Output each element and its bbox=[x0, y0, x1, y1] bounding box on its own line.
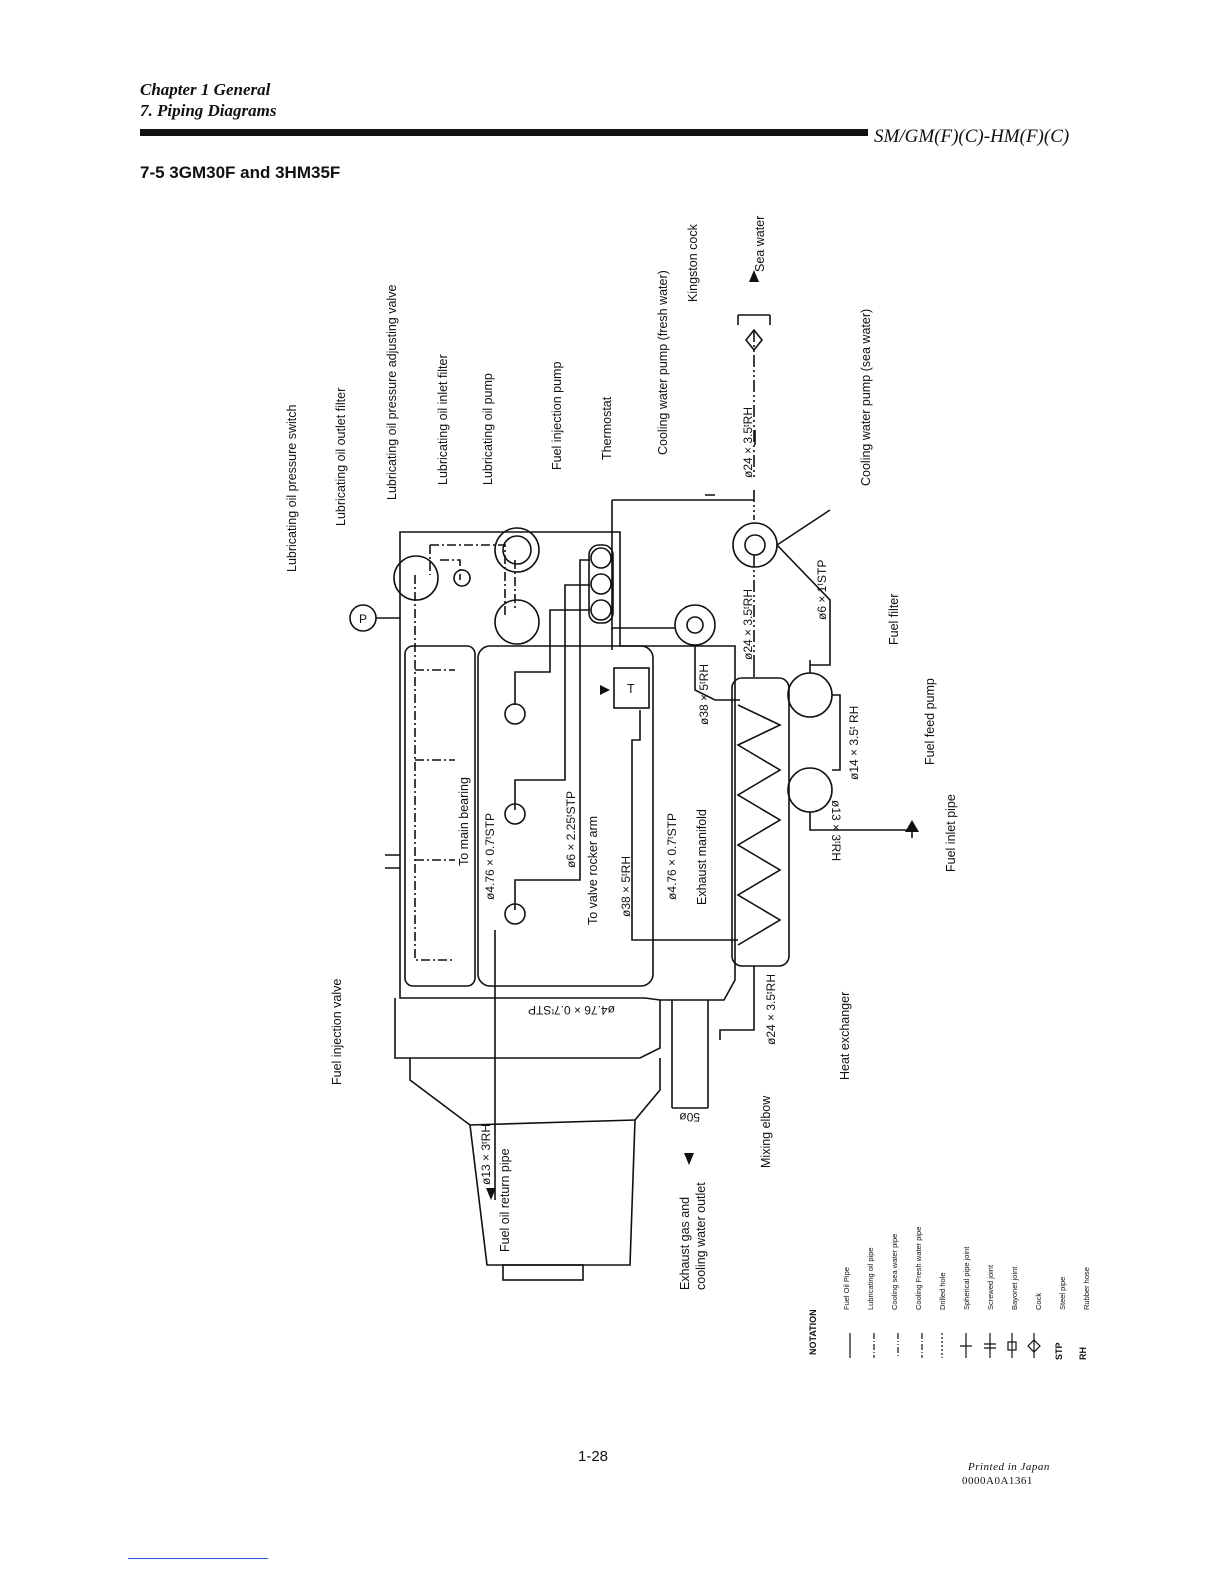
label-fuel-feed-pump: Fuel feed pump bbox=[923, 678, 937, 765]
dim-d13-rh-return: ø13 × 3ᵗRH bbox=[479, 1124, 493, 1185]
page-number: 1-28 bbox=[578, 1448, 609, 1465]
label-exhaust-outlet-2: cooling water outlet bbox=[694, 1182, 708, 1290]
dim-d6-stp: ø6 × 1ᵗSTP bbox=[815, 560, 829, 620]
injector-2 bbox=[504, 803, 526, 825]
dim-d476-stp-c: ø4.76 × 0.7ᵗSTP bbox=[528, 1003, 615, 1017]
dim-d13-rh-inlet: ø13 × 3ᵗRH bbox=[829, 800, 843, 861]
label-fuel-inlet-pipe: Fuel inlet pipe bbox=[944, 794, 958, 872]
pipe-dimension-labels: ø24 × 3.5ᵗRH ø24 × 3.5ᵗRH ø24 × 3.5ᵗRH ø… bbox=[479, 407, 861, 1185]
notation-symbol-rh: RH bbox=[1078, 1347, 1088, 1360]
notation-label: Steel pipe bbox=[1058, 1277, 1067, 1310]
notation-label: Drilled hole bbox=[938, 1272, 947, 1310]
document-code: 0000A0A1361 bbox=[962, 1475, 1033, 1487]
heat-exchanger-body bbox=[731, 677, 790, 967]
thermostat-mark: T bbox=[627, 682, 635, 696]
model-designation: SM/GM(F)(C)-HM(F)(C) bbox=[874, 126, 1070, 147]
label-exhaust-outlet-1: Exhaust gas and bbox=[678, 1197, 692, 1290]
fuel-injection-pump-3 bbox=[590, 599, 612, 621]
fresh-water-pump-symbol bbox=[674, 604, 716, 646]
sea-water-pump-symbol bbox=[732, 522, 778, 568]
output-flange bbox=[502, 1264, 584, 1281]
label-exhaust-manifold: Exhaust manifold bbox=[695, 809, 709, 905]
footer-rule bbox=[128, 1558, 268, 1559]
label-to-main-bearing: To main bearing bbox=[457, 777, 471, 866]
label-lub-pump: Lubricating oil pump bbox=[481, 373, 495, 485]
fuel-return-line bbox=[494, 930, 496, 1200]
dim-d38-rh-b: ø38 × 5ᵗRH bbox=[619, 856, 633, 917]
label-kingston-cock: Kingston cock bbox=[686, 223, 700, 302]
notation-label: Cooling sea water pipe bbox=[890, 1234, 899, 1310]
label-mixing-elbow: Mixing elbow bbox=[759, 1095, 773, 1168]
fuel-feed-pump-symbol bbox=[787, 767, 833, 813]
label-cw-pump-fresh: Cooling water pump (fresh water) bbox=[656, 270, 670, 455]
notation-title: NOTATION bbox=[808, 1309, 818, 1355]
notation-label: Cock bbox=[1034, 1293, 1043, 1310]
page-title: 7-5 3GM30F and 3HM35F bbox=[140, 163, 341, 182]
notation-label: Lubricating oil pipe bbox=[866, 1247, 875, 1310]
exhaust-pipe bbox=[671, 1000, 709, 1108]
lube-oil-pump-symbol bbox=[494, 527, 540, 573]
injector-1 bbox=[504, 703, 526, 725]
adjusting-valve-symbol bbox=[453, 569, 471, 587]
label-fuel-filter: Fuel filter bbox=[887, 594, 901, 645]
label-heat-exchanger: Heat exchanger bbox=[838, 992, 852, 1080]
notation-label: Rubber hose bbox=[1082, 1267, 1091, 1310]
fuel-injection-lines bbox=[514, 559, 590, 910]
notation-legend: NOTATION STP RH Fuel Oil Pipe Lubricatin… bbox=[808, 1227, 1091, 1360]
notation-label: Spherical pipe joint bbox=[962, 1246, 971, 1310]
fuel-filter-symbol bbox=[787, 672, 833, 718]
label-fuel-return-pipe: Fuel oil return pipe bbox=[498, 1148, 512, 1252]
label-fuel-injection-pump: Fuel injection pump bbox=[550, 362, 564, 470]
thermostat-box bbox=[613, 667, 650, 709]
dim-d38-rh-a: ø38 × 5ᵗRH bbox=[697, 664, 711, 725]
lube-inlet-filter-symbol bbox=[494, 599, 540, 645]
dim-d24-rh-a: ø24 × 3.5ᵗRH bbox=[741, 407, 755, 478]
notation-symbol-stp: STP bbox=[1054, 1342, 1064, 1360]
dim-d50: 50ø bbox=[679, 1110, 700, 1124]
dim-d24-rh-c: ø24 × 3.5ᵗRH bbox=[764, 974, 778, 1045]
label-cw-pump-sea: Cooling water pump (sea water) bbox=[859, 309, 873, 486]
dim-d6-225-stp: ø6 × 2.25ᵗSTP bbox=[564, 791, 578, 868]
component-labels: Lubricating oil pressure switch Lubricat… bbox=[285, 216, 958, 1290]
dim-d24-rh-b: ø24 × 3.5ᵗRH bbox=[741, 589, 755, 660]
label-thermostat: Thermostat bbox=[600, 396, 614, 460]
lube-outlet-filter-symbol bbox=[393, 555, 439, 601]
notation-label: Cooling Fresh water pipe bbox=[914, 1227, 923, 1310]
flywheel-housing bbox=[394, 998, 661, 1059]
label-lub-adjusting-valve: Lubricating oil pressure adjusting valve bbox=[385, 285, 399, 500]
notation-label: Fuel Oil Pipe bbox=[842, 1267, 851, 1310]
heat-exchanger-coil bbox=[736, 704, 782, 946]
header-rule bbox=[140, 129, 868, 136]
dim-d476-stp-b: ø4.76 × 0.7ᵗSTP bbox=[665, 813, 679, 900]
lube-oil-line bbox=[414, 575, 455, 961]
label-to-valve-rocker-arm: To valve rocker arm bbox=[586, 816, 600, 925]
injector-3 bbox=[504, 903, 526, 925]
label-lub-pressure-switch: Lubricating oil pressure switch bbox=[285, 405, 299, 572]
kingston-cock-symbol bbox=[744, 328, 764, 352]
fuel-injection-pump-2 bbox=[590, 573, 612, 595]
label-lub-outlet-filter: Lubricating oil outlet filter bbox=[334, 388, 348, 526]
gearbox-outline bbox=[409, 1058, 661, 1266]
notation-label: Screwed joint bbox=[986, 1264, 995, 1310]
label-sea-water: Sea water bbox=[753, 216, 767, 272]
chapter-heading: Chapter 1 General bbox=[140, 80, 271, 99]
fuel-injection-pump-1 bbox=[590, 547, 612, 569]
printed-in-japan: Printed in Japan bbox=[968, 1461, 1050, 1473]
pressure-switch-mark: P bbox=[359, 612, 367, 626]
label-fuel-injection-valve: Fuel injection valve bbox=[330, 979, 344, 1085]
notation-label: Bayonet joint bbox=[1010, 1266, 1019, 1310]
section-heading: 7. Piping Diagrams bbox=[140, 101, 277, 120]
label-lub-inlet-filter: Lubricating oil inlet filter bbox=[436, 354, 450, 485]
oil-pan-outline bbox=[404, 645, 476, 987]
dim-d14-rh: ø14 × 3.5ᵗ RH bbox=[847, 706, 861, 780]
engine-block-outline bbox=[399, 531, 736, 1001]
dim-d476-stp-a: ø4.76 × 0.7ᵗSTP bbox=[483, 813, 497, 900]
